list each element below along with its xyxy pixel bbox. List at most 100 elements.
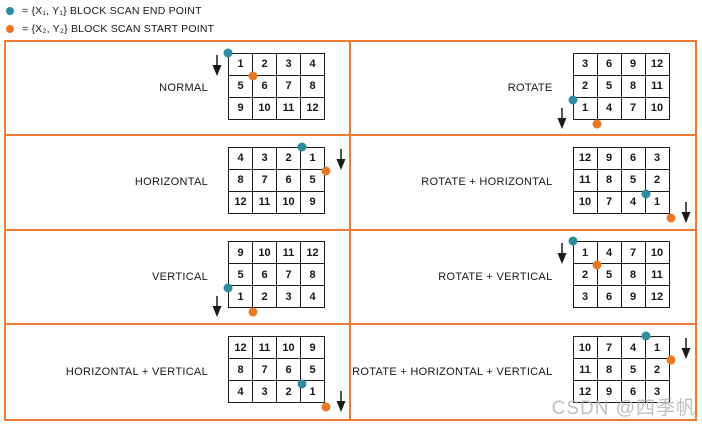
scan-cell: 11 [572, 168, 598, 192]
panel-label: NORMAL [159, 82, 208, 95]
scan-cell: 10 [252, 96, 277, 120]
scan-cell: 2 [572, 74, 598, 98]
panel-label: ROTATE + VERTICAL [438, 270, 553, 283]
scan-cell: 8 [300, 263, 325, 287]
panel-label: ROTATE [507, 82, 553, 95]
scan-cell: 11 [644, 74, 670, 98]
scan-cell: 11 [276, 96, 301, 120]
panel-label: HORIZONTAL + VERTICAL [65, 365, 208, 378]
scan-direction-arrow-icon [335, 390, 347, 413]
scan-cell: 12 [644, 52, 670, 76]
scan-cell: 8 [620, 263, 646, 287]
scan-cell: 10 [644, 241, 670, 265]
scan-cell: 1 [300, 146, 325, 170]
scan-cell: 8 [228, 358, 253, 382]
scan-cell: 10 [572, 190, 598, 214]
scan-cell: 3 [252, 380, 277, 404]
scan-cell: 6 [596, 285, 622, 309]
end-point-dot [223, 283, 233, 293]
scan-cell: 4 [300, 52, 325, 76]
scan-direction-arrow-icon [680, 201, 692, 223]
end-point-dot [641, 189, 651, 199]
scan-direction-arrow-icon [556, 107, 568, 129]
panel-label: VERTICAL [152, 270, 208, 283]
scan-cell: 3 [572, 52, 598, 76]
start-point-dot [592, 260, 602, 270]
scan-cell: 3 [276, 285, 301, 309]
scan-cell: 7 [276, 263, 301, 287]
scan-cell: 10 [644, 96, 670, 120]
scan-cell: 5 [300, 168, 325, 192]
scan-cell: 2 [276, 146, 301, 170]
panel-label: HORIZONTAL [134, 176, 208, 189]
start-point-dot [321, 402, 331, 412]
watermark: CSDN @四季帆 [551, 398, 696, 419]
scan-cell: 2 [644, 358, 670, 382]
scan-cell: 9 [620, 52, 646, 76]
scan-cell: 1 [572, 241, 598, 265]
scan-cell: 5 [300, 358, 325, 382]
scan-cell: 12 [228, 190, 253, 214]
scan-direction-arrow-icon [556, 242, 568, 265]
scan-cell: 9 [300, 336, 325, 360]
scan-cell: 1 [300, 380, 325, 404]
start-point-dot-icon [6, 25, 14, 33]
scan-cell: 12 [300, 96, 325, 120]
end-point-dot [641, 331, 651, 341]
scan-cell: 4 [300, 285, 325, 309]
scan-cell: 6 [596, 52, 622, 76]
scan-cell: 1 [644, 336, 670, 360]
scan-cell: 12 [644, 285, 670, 309]
legend: = {X₁, Y₁} BLOCK SCAN END POINT = {X₂, Y… [6, 2, 214, 38]
scan-cell: 4 [228, 146, 253, 170]
scan-cell: 7 [620, 96, 646, 120]
start-point-dot [666, 355, 675, 365]
scan-direction-arrow-icon [335, 148, 347, 170]
scan-cell: 1 [228, 285, 253, 309]
legend-row-end-point: = {X₁, Y₁} BLOCK SCAN END POINT [6, 2, 214, 20]
start-point-dot [248, 307, 257, 317]
end-point-dot [568, 236, 577, 246]
scan-cell: 6 [276, 168, 301, 192]
scan-cell: 5 [620, 168, 646, 192]
start-point-dot [666, 213, 675, 223]
end-point-dot [568, 95, 577, 105]
panel-label: ROTATE + HORIZONTAL [421, 176, 553, 189]
scan-cell: 12 [572, 146, 598, 170]
scan-cell: 7 [252, 168, 277, 192]
scan-cell: 3 [644, 146, 670, 170]
scan-cell: 8 [596, 168, 622, 192]
scan-cell: 3 [572, 285, 598, 309]
scan-cell: 1 [644, 190, 670, 214]
legend-start-point-text: = {X₂, Y₂} BLOCK SCAN START POINT [22, 23, 215, 35]
scan-cell: 11 [252, 336, 277, 360]
scan-cell: 11 [644, 263, 670, 287]
scan-cell: 8 [596, 358, 622, 382]
scan-cell: 3 [644, 380, 670, 404]
